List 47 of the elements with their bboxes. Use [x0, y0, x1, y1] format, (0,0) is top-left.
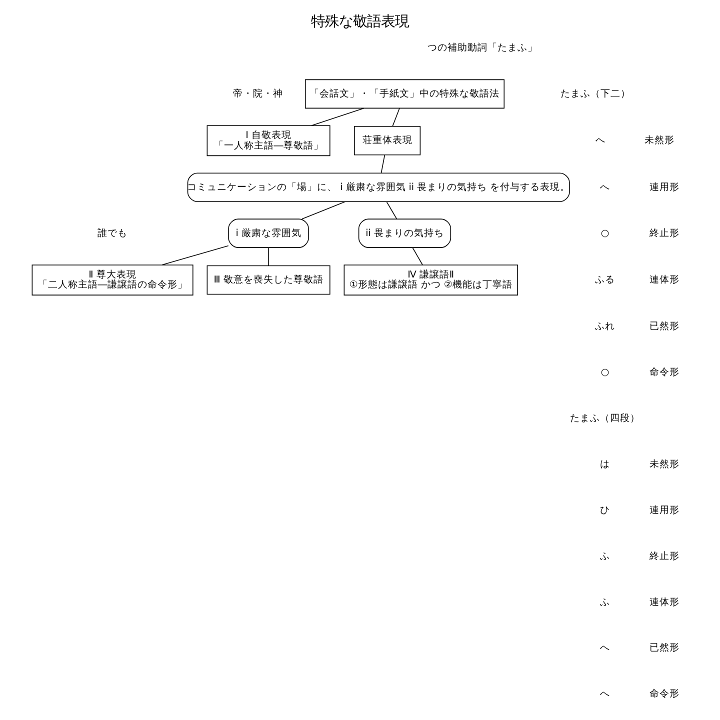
label: たまふ（四段） — [570, 413, 640, 424]
label: ひ — [600, 504, 610, 516]
connector — [302, 201, 346, 220]
label: ふれ — [595, 321, 616, 332]
label: へ — [595, 135, 606, 146]
label: は — [600, 458, 610, 470]
node-box: Ⅱ 尊大表現 「二人称主語―謙譲語の命令形」 — [32, 264, 194, 296]
label: 誰でも — [98, 228, 128, 239]
label: ○ — [600, 367, 610, 378]
label: 帝・院・神 — [233, 88, 284, 100]
label: ふ — [600, 550, 610, 562]
label: 連体形 — [649, 596, 680, 608]
connector — [380, 154, 386, 174]
label: 連体形 — [649, 274, 680, 286]
node-box: Ⅲ 敬意を喪失した尊敬語 — [206, 265, 330, 295]
label: 已然形 — [649, 321, 680, 332]
label: 連用形 — [649, 182, 680, 193]
connector — [392, 108, 400, 127]
label: 命令形 — [649, 367, 680, 378]
label: 未然形 — [644, 135, 675, 146]
connector — [412, 247, 423, 266]
label: 已然形 — [649, 642, 680, 654]
node-box: Ⅰ 自敬表現 「一人称主語―尊敬語」 — [206, 125, 330, 156]
node-box: ii 畏まりの気持ち — [358, 218, 452, 248]
connector — [268, 247, 269, 266]
connector — [311, 108, 364, 126]
label: へ — [600, 182, 610, 193]
node-box: 荘重体表現 — [354, 126, 421, 156]
label: へ — [600, 688, 610, 700]
label: 終止形 — [649, 550, 680, 562]
label: 命令形 — [649, 688, 680, 700]
label: 未然形 — [649, 458, 680, 470]
node-box: Ⅳ 謙譲語Ⅱ ①形態は謙譲語 かつ ②機能は丁寧語 — [344, 264, 518, 296]
connector — [386, 201, 398, 220]
label: ○ — [600, 228, 610, 239]
node-box: コミュニケーションの「場」に、 i 厳粛な雰囲気 ii 畏まりの気持ち を付与する表現。 — [187, 172, 570, 202]
connector — [162, 245, 229, 266]
node-box: i 厳粛な雰囲気 — [228, 218, 309, 248]
diagram-title: 特殊な敬語表現 — [311, 14, 409, 30]
label: へ — [600, 642, 610, 654]
label: ふる — [595, 274, 616, 286]
label: つの補助動詞「たまふ」 — [427, 42, 538, 54]
label: 連用形 — [649, 504, 680, 516]
label: ふ — [600, 596, 610, 608]
label: 終止形 — [649, 228, 680, 239]
node-box: 「会話文」・「手紙文」中の特殊な敬語法 — [304, 79, 505, 109]
label: たまふ（下二） — [560, 88, 631, 100]
